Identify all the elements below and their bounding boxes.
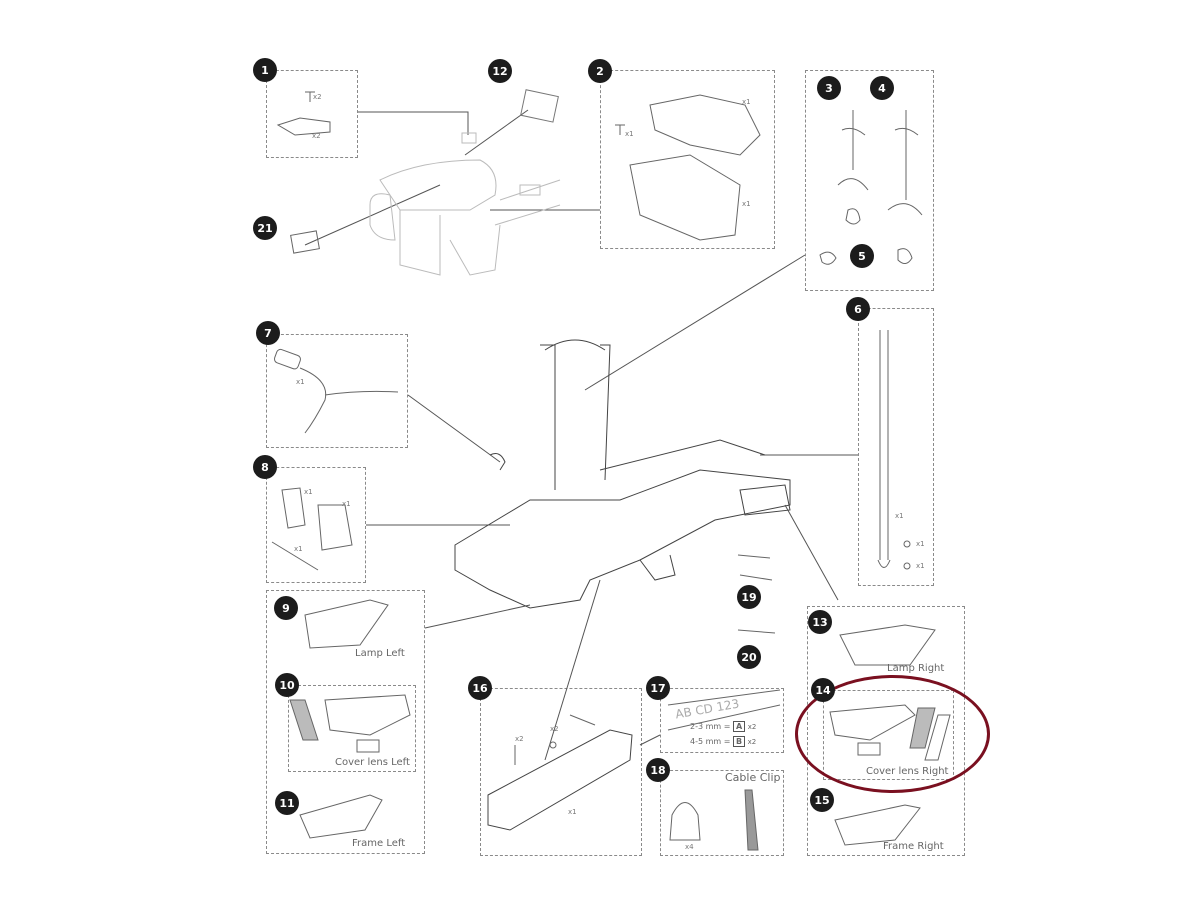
part-3-4-5-box (805, 70, 934, 291)
label-frame-left: Frame Left (352, 838, 406, 849)
qty-7: x1 (296, 378, 305, 386)
part-8-box (266, 467, 366, 583)
badge-part-13: 13 (808, 610, 832, 634)
spacer-b-line: 4-5 mm = B x2 (690, 736, 757, 747)
badge-part-20: 20 (737, 645, 761, 669)
spacer-a-qty: x2 (747, 723, 757, 731)
label-frame-right: Frame Right (883, 841, 944, 852)
part-6-box (858, 308, 934, 586)
qty-8a: x1 (304, 488, 313, 496)
badge-part-9: 9 (274, 596, 298, 620)
qty-1a: x2 (313, 93, 322, 101)
spacer-a-line: 2-3 mm = A x2 (690, 721, 757, 732)
part-17-box (660, 688, 784, 753)
qty-16c: x1 (568, 808, 577, 816)
qty-2a: x1 (742, 98, 751, 106)
label-cover-lens-left: Cover lens Left (335, 757, 410, 768)
badge-part-2: 2 (588, 59, 612, 83)
badge-part-15: 15 (810, 788, 834, 812)
badge-part-3: 3 (817, 76, 841, 100)
badge-part-5: 5 (850, 244, 874, 268)
spacer-a-code: A (733, 721, 746, 732)
part-18-box (660, 770, 784, 856)
badge-part-17: 17 (646, 676, 670, 700)
spacer-b-code: B (733, 736, 746, 747)
spacer-b-text: 4-5 mm = (690, 737, 731, 746)
highlight-ellipse (795, 675, 990, 793)
label-lamp-left: Lamp Left (355, 648, 405, 659)
badge-part-11: 11 (275, 791, 299, 815)
badge-part-14: 14 (811, 678, 835, 702)
badge-part-21: 21 (253, 216, 277, 240)
badge-part-18: 18 (646, 758, 670, 782)
qty-8b: x1 (342, 500, 351, 508)
badge-part-4: 4 (870, 76, 894, 100)
qty-16a: x2 (515, 735, 524, 743)
qty-6c: x1 (916, 562, 925, 570)
badge-part-12: 12 (488, 59, 512, 83)
label-lamp-right: Lamp Right (887, 663, 945, 674)
label-cable-clip: Cable Clip (725, 771, 781, 784)
qty-18: x4 (685, 843, 694, 851)
badge-part-16: 16 (468, 676, 492, 700)
part-7-box (266, 334, 408, 448)
part-10-box (288, 685, 416, 772)
qty-1b: x2 (312, 132, 321, 140)
badge-part-7: 7 (256, 321, 280, 345)
part-2-box (600, 70, 775, 249)
part-16-box (480, 688, 642, 856)
qty-2b: x1 (625, 130, 634, 138)
badge-part-1: 1 (253, 58, 277, 82)
qty-2c: x1 (742, 200, 751, 208)
badge-part-10: 10 (275, 673, 299, 697)
part-9-11-box (266, 590, 425, 854)
part-1-box (266, 70, 358, 158)
qty-6a: x1 (895, 512, 904, 520)
badge-part-19: 19 (737, 585, 761, 609)
spacer-a-text: 2-3 mm = (690, 722, 731, 731)
qty-8c: x1 (294, 545, 303, 553)
badge-part-6: 6 (846, 297, 870, 321)
spacer-b-qty: x2 (747, 738, 757, 746)
qty-6b: x1 (916, 540, 925, 548)
badge-part-8: 8 (253, 455, 277, 479)
